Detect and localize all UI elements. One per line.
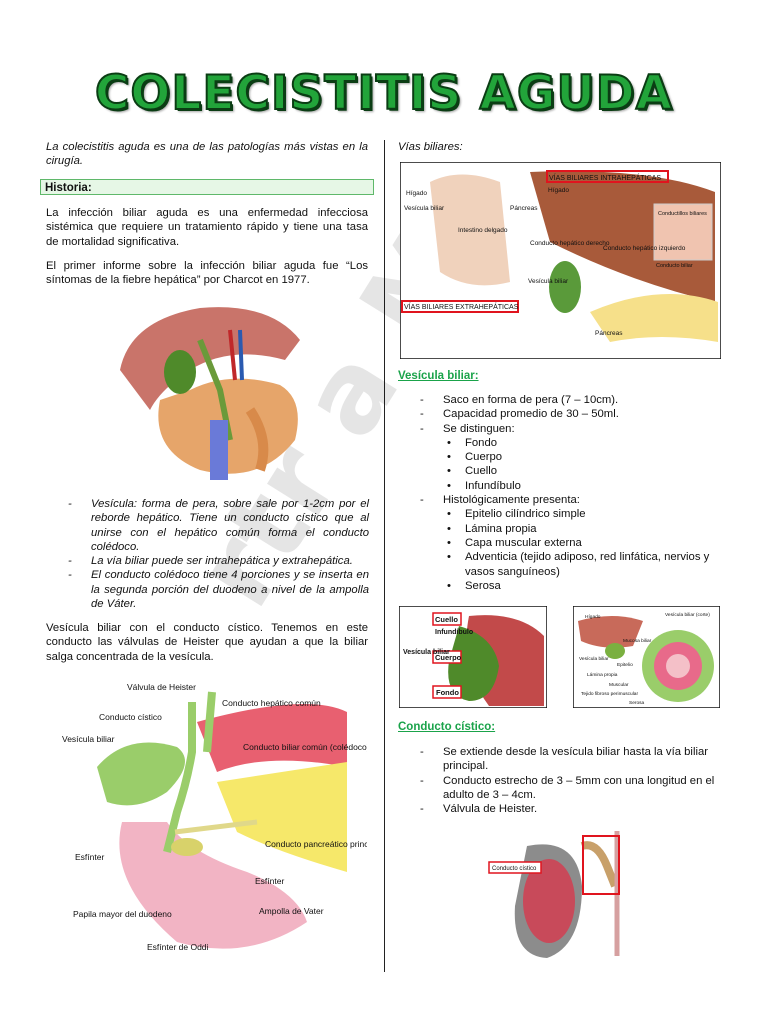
fig-label: Cuerpo [435, 653, 462, 662]
fig-label: Hígado [548, 187, 569, 194]
vias-label: Vías biliares: [398, 141, 463, 153]
list-item: Se distinguen: Fondo Cuerpo Cuello Infun… [418, 422, 730, 494]
fig-label: Infundíbulo [435, 629, 473, 636]
vesicula-heading: Vesícula biliar: [398, 370, 479, 382]
fig-label: Esfínter de Oddi [147, 942, 209, 952]
fig-label: Epitelio [617, 662, 633, 668]
list-item: Conducto estrecho de 3 – 5mm con una lon… [418, 774, 730, 803]
list-item: Vesícula: forma de pera, sobre sale por … [66, 497, 369, 554]
list-item-text: Histológicamente presenta: [443, 494, 580, 507]
fig-label: Esfínter [255, 876, 284, 886]
list-item-text: Capacidad promedio de 30 – 50ml. [443, 408, 619, 421]
fig-label: Conducto hepático izquierdo [603, 245, 686, 252]
page-title: COLECISTITIS AGUDA [94, 65, 674, 122]
sublist: Fondo Cuerpo Cuello Infundíbulo [443, 436, 730, 493]
column-divider [384, 140, 385, 972]
list-item: Saco en forma de pera (7 – 10cm). [418, 393, 730, 408]
fig-label: Cuello [435, 615, 458, 624]
sublist-item: Adventicia (tejido adiposo, red linfátic… [443, 550, 730, 579]
fig-label: Conducto biliar común (colédoco) [243, 742, 367, 752]
sublist-item: Cuerpo [443, 450, 730, 465]
intro-paragraph: La colecistitis aguda es una de las pato… [46, 141, 368, 168]
fig-label: Vesícula biliar (corte) [665, 612, 710, 618]
list-item-text: Saco en forma de pera (7 – 10cm). [443, 394, 619, 406]
fig-label: Serosa [629, 700, 645, 706]
list-item: Válvula de Heister. [418, 802, 730, 817]
historia-paragraph-2: El primer informe sobre la infección bil… [46, 260, 368, 287]
liver-gallbladder-figure [110, 300, 310, 485]
fig-label: Conducto cístico [99, 712, 162, 722]
gallbladder-parts-figure: Cuello Infundíbulo Vesícula biliar Cuerp… [399, 606, 547, 708]
fig-label: Conducto hepático común [222, 698, 321, 708]
fig-label: Ampolla de Vater [259, 906, 324, 916]
fig-label: Páncreas [510, 205, 538, 212]
fig-label: Válvula de Heister [127, 682, 196, 692]
sublist-item: Serosa [443, 579, 730, 594]
list-item: Histológicamente presenta: Epitelio cilí… [418, 493, 730, 593]
sublist-item: Epitelio cilíndrico simple [443, 507, 730, 522]
fig-label: Páncreas [595, 330, 623, 337]
fig-label: VÍAS BILIARES INTRAHEPÁTICAS [549, 173, 661, 182]
fig-label: VÍAS BILIARES EXTRAHEPÁTICAS [404, 302, 519, 311]
fig-label: Vesícula biliar [62, 734, 115, 744]
fig-label: Vesícula biliar [579, 656, 609, 662]
list-item: Capacidad promedio de 30 – 50ml. [418, 407, 730, 422]
list-item: Se extiende desde la vesícula biliar has… [418, 745, 730, 774]
fig-label: Hígado [406, 190, 427, 197]
historia-paragraph-1: La infección biliar aguda es una enferme… [46, 207, 368, 248]
fig-label: Mucosa biliar [623, 638, 652, 644]
fig-label: Vesícula biliar [403, 649, 450, 656]
sublist-item: Infundíbulo [443, 479, 730, 494]
fig-label: Lámina propia [587, 672, 618, 678]
vias-biliares-figure: VÍAS BILIARES INTRAHEPÁTICAS VÍAS BILIAR… [400, 162, 721, 359]
biliary-anatomy-figure: Válvula de Heister Conducto hepático com… [47, 672, 367, 962]
fig-label: Tejido fibroso perimuscular [581, 691, 638, 697]
vesicula-list: Saco en forma de pera (7 – 10cm). Capaci… [418, 393, 730, 593]
cistico-paragraph: Vesícula biliar con el conducto cístico.… [46, 622, 368, 663]
sublist-item: Cuello [443, 464, 730, 479]
fig-label: Muscular [609, 682, 629, 688]
conducto-cistico-figure: Conducto cístico [487, 826, 633, 962]
list-item: El conducto colédoco tiene 4 porciones y… [66, 568, 369, 611]
sublist-item: Lámina propia [443, 522, 730, 537]
fig-label: Esfínter [75, 852, 104, 862]
sublist-item: Fondo [443, 436, 730, 451]
fig-label: Hígado [585, 614, 601, 620]
fig-label: Papila mayor del duodeno [73, 909, 172, 919]
fig-label: Conducto hepático derecho [530, 240, 610, 247]
sublist-item: Capa muscular externa [443, 536, 730, 551]
cistico-heading: Conducto cístico: [398, 721, 496, 733]
list-item-text: Se distinguen: [443, 422, 515, 435]
fig-label: Vesícula biliar [404, 205, 445, 212]
sublist: Epitelio cilíndrico simple Lámina propia… [443, 507, 730, 593]
gallbladder-histology-figure: Hígado Vesícula biliar (corte) Vesícula … [573, 606, 720, 708]
fig-label: Conducto cístico [492, 866, 537, 872]
historia-heading: Historia: [40, 179, 374, 195]
left-bullet-list: Vesícula: forma de pera, sobre sale por … [66, 497, 369, 611]
fig-label: Conducto pancreático principal (de Wirsu… [265, 839, 367, 849]
fig-label: Conducto biliar [656, 263, 693, 269]
fig-label: Conductillos biliares [658, 211, 707, 217]
fig-label: Fondo [436, 688, 459, 697]
cistico-list: Se extiende desde la vesícula biliar has… [418, 745, 730, 817]
fig-label: Vesícula biliar [528, 278, 569, 285]
fig-label: Intestino delgado [458, 227, 508, 234]
list-item: La vía biliar puede ser intrahepática y … [66, 554, 369, 569]
